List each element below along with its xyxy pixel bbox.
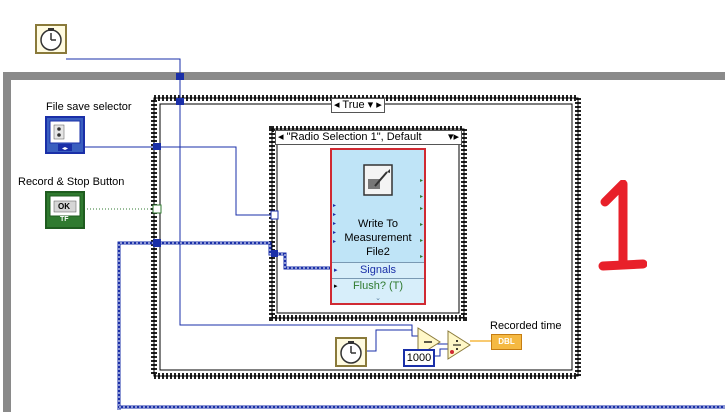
node-title-line2: Measurement xyxy=(344,232,412,244)
outer-case-selector[interactable]: ◂ True ▾ ▸ xyxy=(331,98,385,113)
record-stop-button-control[interactable] xyxy=(45,191,85,229)
case-selector-terminal xyxy=(270,210,279,220)
decrement-arrow-icon[interactable]: ◂ xyxy=(334,99,340,111)
tunnels xyxy=(153,73,278,257)
red-annotation-1 xyxy=(598,180,647,271)
record-button-text: OK xyxy=(58,202,70,211)
record-tunnel xyxy=(152,204,162,214)
recorded-time-label: Recorded time xyxy=(490,320,562,332)
flush-terminal[interactable]: ▸ Flush? (T) xyxy=(332,278,424,294)
file-save-selector-label: File save selector xyxy=(46,101,132,113)
outer-case-selector-value: True xyxy=(342,99,365,111)
increment-arrow-icon[interactable]: ▸ xyxy=(376,99,382,111)
node-title: Write To Measurement File2 xyxy=(332,217,424,259)
chevron-down-icon[interactable]: ▾ xyxy=(367,99,374,111)
clock-icon xyxy=(335,337,367,367)
recorded-time-indicator[interactable]: DBL xyxy=(491,334,522,350)
record-button-tf: TF xyxy=(60,216,69,223)
node-output-arrows-lower: ▸▸▸▸ xyxy=(419,206,423,260)
while-loop-frame xyxy=(3,72,725,412)
flush-terminal-label: Flush? (T) xyxy=(352,280,404,292)
write-to-measurement-file-node[interactable]: ▸▸ ▸▸▸▸ ▸▸▸▸▸ Write To Measurement File2… xyxy=(330,148,426,305)
inner-case-selector-value: "Radio Selection 1", Default xyxy=(286,131,422,143)
file-save-selector-control[interactable]: ◂▸ xyxy=(45,116,85,154)
node-input-arrows: ▸▸▸▸▸ xyxy=(333,203,337,245)
node-title-line3: File2 xyxy=(366,246,390,258)
node-title-line1: Write To xyxy=(358,218,398,230)
signals-terminal-label: Signals xyxy=(359,264,397,276)
record-stop-button-label: Record & Stop Button xyxy=(18,176,125,188)
inner-case-selector[interactable]: ◂ "Radio Selection 1", Default ▾▸ xyxy=(275,130,462,145)
indicator-type: DBL xyxy=(498,337,515,346)
decrement-arrow-icon[interactable]: ◂ xyxy=(278,131,284,143)
terminal-arrow-icon: ▸ xyxy=(334,283,338,290)
wire-clock-top xyxy=(66,58,418,337)
write-file-icon xyxy=(363,164,393,196)
wire-dynamic-data xyxy=(117,241,725,410)
divisor-constant[interactable]: 1000 xyxy=(403,349,435,367)
signals-terminal[interactable]: ▸ Signals xyxy=(332,262,424,278)
clock-icon xyxy=(35,24,67,54)
expand-chevron-icon[interactable]: ⌄ xyxy=(332,294,424,303)
node-output-arrows: ▸▸ xyxy=(419,178,423,200)
terminal-arrow-icon: ▸ xyxy=(334,267,338,274)
chevron-down-icon[interactable]: ▾▸ xyxy=(447,131,459,143)
divide-icon xyxy=(447,330,471,360)
svg-text:◂▸: ◂▸ xyxy=(62,146,68,152)
